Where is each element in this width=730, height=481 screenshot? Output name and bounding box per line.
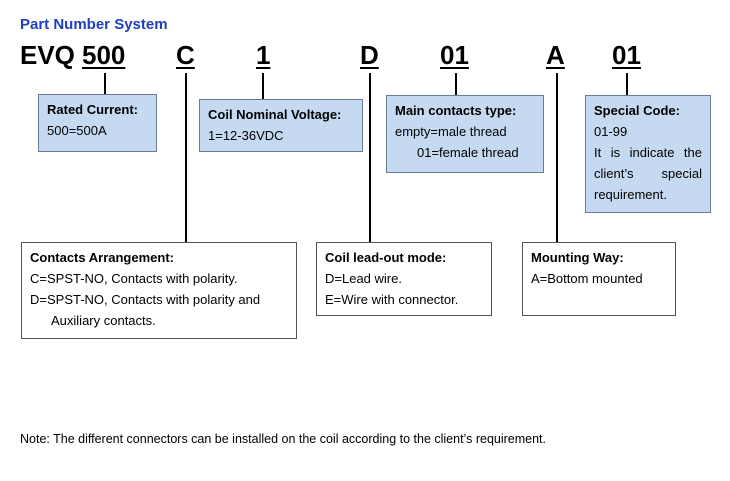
rated-current-heading: Rated Current:: [47, 102, 139, 117]
special-code-desc-3: requirement.: [594, 187, 667, 202]
rated-current-value: 500=500A: [47, 123, 107, 138]
mounting-way-heading: Mounting Way:: [531, 250, 624, 265]
page-title: Part Number System: [20, 16, 168, 33]
footnote: Note: The different connectors can be in…: [20, 432, 547, 446]
special-code-desc-2: client’s special: [594, 166, 702, 181]
code-contacts-arrangement: C: [176, 40, 195, 70]
special-code-heading: Special Code:: [594, 103, 680, 118]
contacts-arrangement-heading: Contacts Arrangement:: [30, 250, 174, 265]
contacts-arrangement-box: Contacts Arrangement: C=SPST-NO, Contact…: [21, 242, 297, 339]
connector-rated-current: [104, 73, 106, 94]
connector-coil-voltage: [262, 73, 264, 99]
connector-contacts-arrangement: [185, 73, 187, 242]
connector-mounting-way: [556, 73, 558, 242]
connector-main-contacts: [455, 73, 457, 95]
coil-leadout-option-d: D=Lead wire.: [325, 271, 402, 286]
code-special: 01: [612, 40, 641, 70]
coil-voltage-value: 1=12-36VDC: [208, 128, 284, 143]
code-main-contacts: 01: [440, 40, 469, 70]
code-coil-voltage: 1: [256, 40, 271, 70]
contacts-arrangement-option-d: D=SPST-NO, Contacts with polarity and: [30, 292, 261, 307]
special-code-desc-1: It is indicate the: [594, 145, 702, 160]
coil-voltage-box: Coil Nominal Voltage: 1=12-36VDC: [199, 99, 363, 152]
coil-leadout-box: Coil lead-out mode: D=Lead wire. E=Wire …: [316, 242, 492, 316]
code-mounting-way: A: [546, 40, 565, 70]
main-contacts-heading: Main contacts type:: [395, 103, 517, 118]
main-contacts-box: Main contacts type: empty=male thread 01…: [386, 95, 544, 173]
connector-leadout-mode: [369, 73, 371, 242]
code-rated-current: 500: [82, 40, 126, 70]
coil-leadout-option-e: E=Wire with connector.: [325, 292, 459, 307]
coil-voltage-heading: Coil Nominal Voltage:: [208, 107, 342, 122]
main-contacts-option-female: 01=female thread: [417, 145, 519, 160]
contacts-arrangement-option-d-cont: Auxiliary contacts.: [51, 313, 156, 328]
mounting-way-box: Mounting Way: A=Bottom mounted: [522, 242, 676, 316]
code-prefix: EVQ: [20, 40, 75, 70]
code-leadout-mode: D: [360, 40, 379, 70]
special-code-range: 01-99: [594, 124, 628, 139]
contacts-arrangement-option-c: C=SPST-NO, Contacts with polarity.: [30, 271, 238, 286]
main-contacts-option-male: empty=male thread: [395, 124, 507, 139]
connector-special: [626, 73, 628, 95]
mounting-way-option-a: A=Bottom mounted: [531, 271, 643, 286]
rated-current-box: Rated Current: 500=500A: [38, 94, 157, 152]
special-code-box: Special Code: 01-99 It is indicate the c…: [585, 95, 711, 213]
coil-leadout-heading: Coil lead-out mode:: [325, 250, 447, 265]
